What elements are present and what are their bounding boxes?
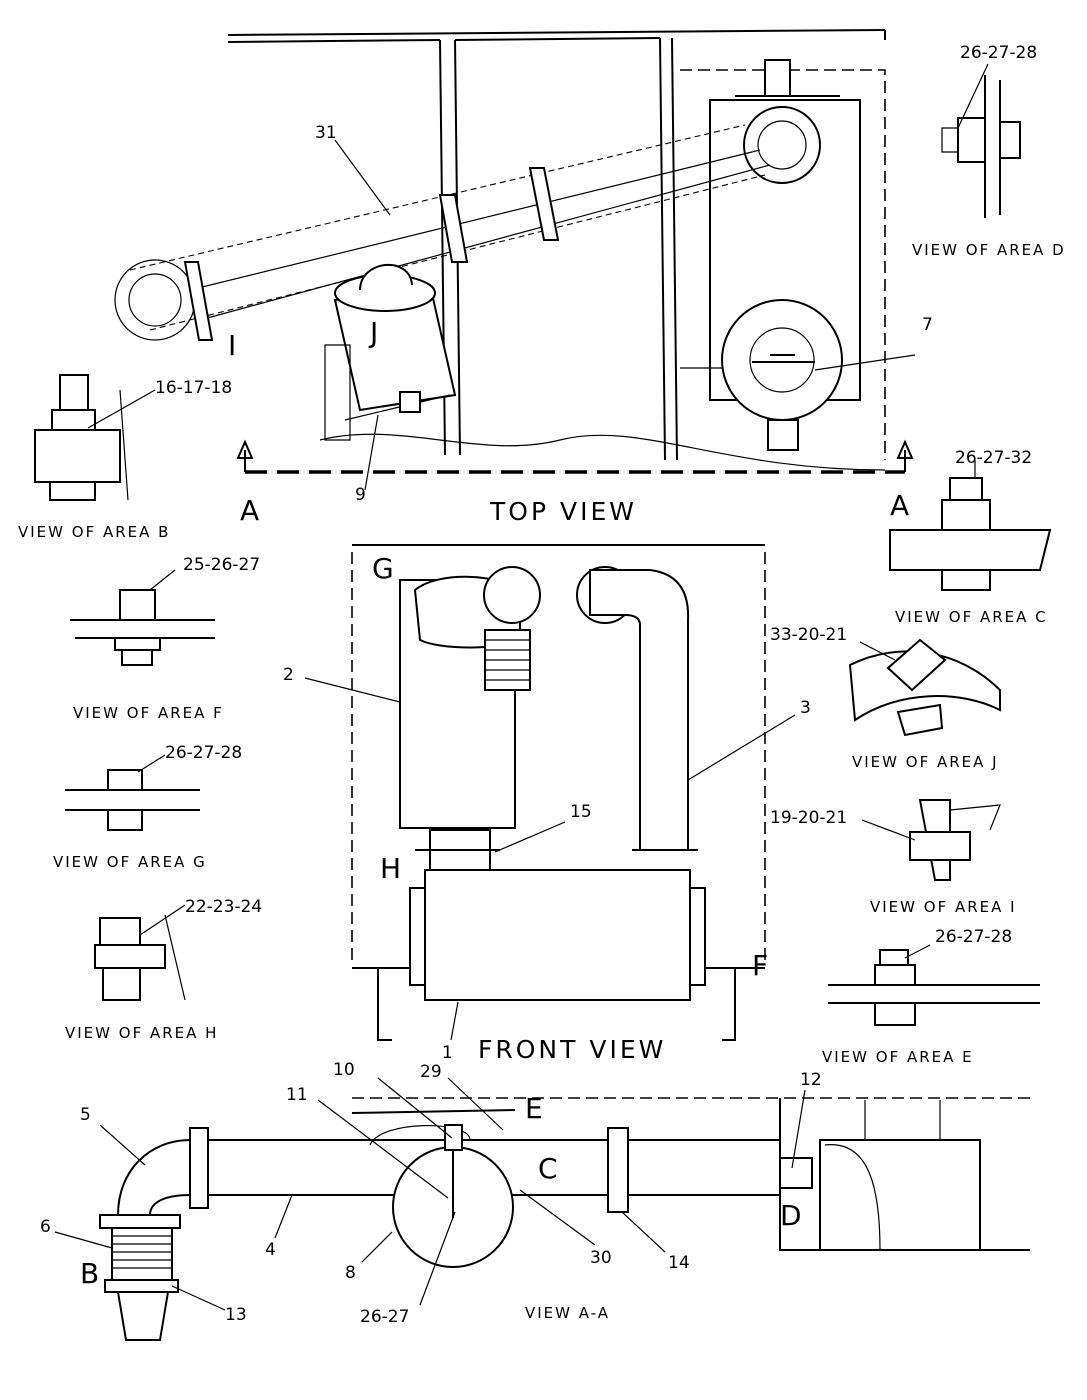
area-letter-c: C [538,1152,558,1185]
callout-26-27-28-g: 26-27-28 [165,743,242,763]
labels: TOP VIEW FRONT VIEW VIEW A-A A A VIEW OF… [18,43,1066,1327]
top-view [114,29,916,491]
detail-area-i [861,799,1001,881]
section-view-title: VIEW A-A [525,1304,610,1322]
callout-1: 1 [442,1043,453,1063]
area-letter-f: F [752,949,768,982]
area-letter-g: G [372,552,394,585]
callout-7: 7 [922,315,933,335]
callout-33-20-21: 33-20-21 [770,625,847,645]
callout-12: 12 [800,1070,822,1090]
callout-6: 6 [40,1217,51,1237]
detail-area-h [94,904,186,1001]
top-view-title: TOP VIEW [489,497,637,526]
section-view [54,1077,1030,1341]
view-area-f-label: VIEW OF AREA F [73,704,224,722]
front-view [304,544,796,1041]
callout-13: 13 [225,1305,247,1325]
detail-area-g [65,754,200,831]
section-marker-left: A [240,494,259,527]
callout-11: 11 [286,1085,308,1105]
detail-area-d [941,63,1021,218]
front-view-title: FRONT VIEW [478,1035,666,1064]
view-area-d-label: VIEW OF AREA D [912,241,1066,259]
callout-30: 30 [590,1248,612,1268]
callout-19-20-21: 19-20-21 [770,808,847,828]
callout-25-26-27: 25-26-27 [183,555,260,575]
view-area-h-label: VIEW OF AREA H [65,1024,218,1042]
view-area-g-label: VIEW OF AREA G [53,853,207,871]
callout-31: 31 [315,123,337,143]
callout-10: 10 [333,1060,355,1080]
callout-3: 3 [800,698,811,718]
area-letter-i: I [228,329,236,362]
view-area-b-label: VIEW OF AREA B [18,523,170,541]
callout-15: 15 [570,802,592,822]
callout-26-27-28-top: 26-27-28 [960,43,1037,63]
callout-29: 29 [420,1062,442,1082]
area-letter-e: E [525,1092,543,1125]
detail-area-e [828,944,1040,1026]
view-area-e-label: VIEW OF AREA E [822,1048,974,1066]
callout-5: 5 [80,1105,91,1125]
detail-area-b [34,374,156,501]
callout-26-27-28-e: 26-27-28 [935,927,1012,947]
callout-22-23-24: 22-23-24 [185,897,262,917]
view-area-c-label: VIEW OF AREA C [895,608,1048,626]
callout-4: 4 [265,1240,276,1260]
area-letter-h: H [380,852,401,885]
callout-14: 14 [668,1253,690,1273]
area-letter-j: J [368,316,378,349]
view-area-j-label: VIEW OF AREA J [852,753,999,771]
detail-area-c [889,460,1052,591]
detail-area-f [70,569,215,666]
callout-26-27: 26-27 [360,1307,409,1327]
callout-26-27-32: 26-27-32 [955,448,1032,468]
detail-area-j [848,638,1001,737]
area-letter-d: D [780,1199,802,1232]
callout-2: 2 [283,665,294,685]
callout-9: 9 [355,485,366,505]
callout-8: 8 [345,1263,356,1283]
view-area-i-label: VIEW OF AREA I [870,898,1017,916]
callout-16-17-18: 16-17-18 [155,378,232,398]
area-letter-b: B [80,1257,99,1290]
section-marker-right: A [890,489,909,522]
